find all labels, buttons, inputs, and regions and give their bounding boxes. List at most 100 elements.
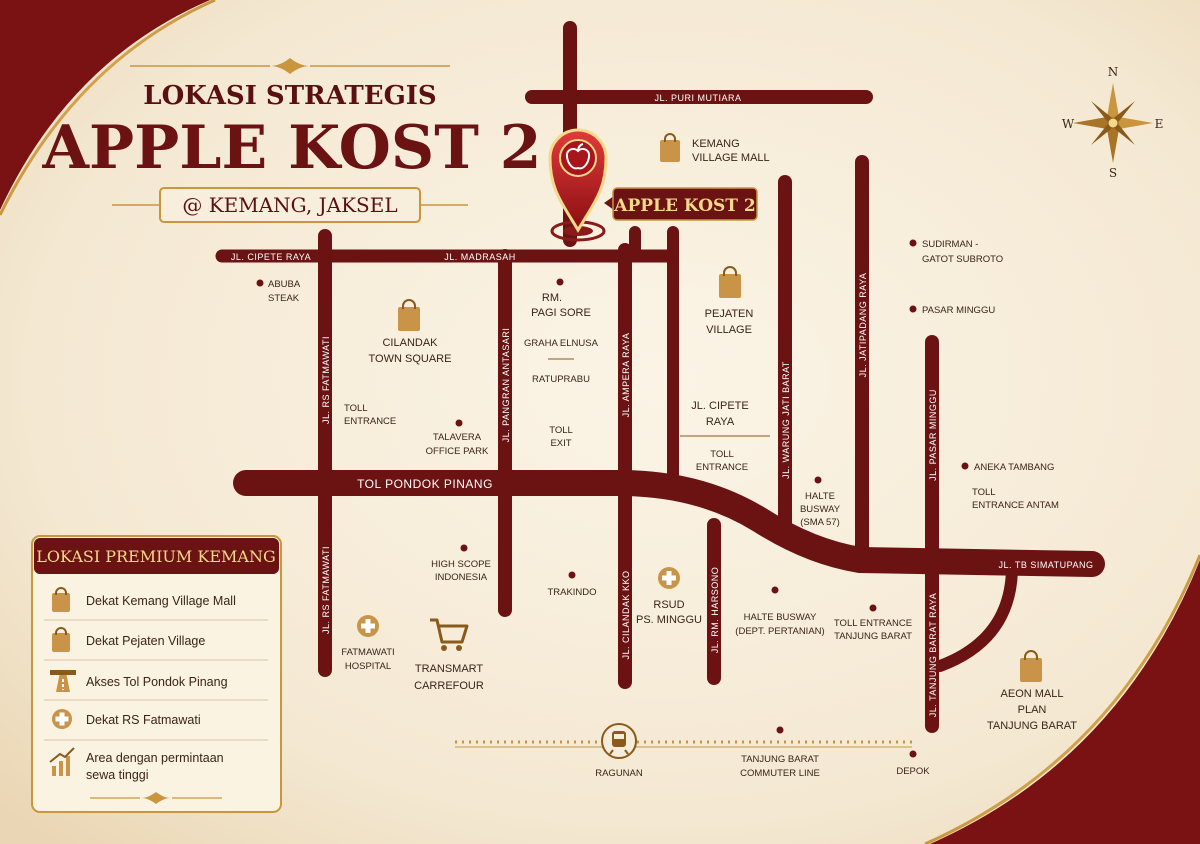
svg-text:JL. RS FATMAWATI: JL. RS FATMAWATI [321,546,331,634]
apple-kost-pin[interactable] [548,128,608,242]
shopping-bag-icon [52,587,70,612]
svg-text:GRAHA ELNUSA: GRAHA ELNUSA [524,338,599,349]
hospital-icon [357,615,379,637]
svg-text:JL. TANJUNG BARAT RAYA: JL. TANJUNG BARAT RAYA [928,593,938,718]
svg-text:JL. RM. HARSONO: JL. RM. HARSONO [710,567,720,654]
svg-text:PS. MINGGU: PS. MINGGU [636,614,702,626]
subtitle: LOKASI STRATEGIS [143,81,436,111]
svg-text:JL. PURI MUTIARA: JL. PURI MUTIARA [654,93,741,103]
poi-dots [256,239,969,758]
legend-item: Dekat Kemang Village Mall [52,587,236,612]
svg-text:EXIT: EXIT [550,438,571,449]
train-icon [601,723,637,759]
svg-text:Dekat RS Fatmawati: Dekat RS Fatmawati [86,713,201,727]
svg-text:TOL PONDOK PINANG: TOL PONDOK PINANG [357,477,493,491]
shopping-cart-icon [430,618,469,651]
gold-swoosh-bottom-right [924,554,1200,844]
svg-text:STEAK: STEAK [268,293,300,304]
legend-panel: LOKASI PREMIUM KEMANG Dekat Kemang Villa… [31,535,282,813]
ornament-icon [142,792,170,804]
compass-rose-icon: N S W E [1062,65,1164,180]
cilandak-town-square-label: CILANDAK [382,337,438,349]
svg-text:RSUD: RSUD [653,599,684,611]
svg-text:Dekat Kemang Village Mall: Dekat Kemang Village Mall [86,594,236,608]
svg-text:SUDIRMAN -: SUDIRMAN - [922,239,978,250]
svg-text:TOLL: TOLL [549,425,573,436]
svg-text:RM.: RM. [542,292,562,304]
hospital-icon [52,709,72,729]
svg-text:TRANSMART: TRANSMART [415,663,484,675]
legend-header [34,538,279,574]
svg-text:PLAN: PLAN [1018,704,1047,716]
svg-text:DEPOK: DEPOK [896,766,930,777]
svg-text:JL. TB SIMATUPANG: JL. TB SIMATUPANG [998,560,1093,570]
svg-text:sewa tinggi: sewa tinggi [86,768,149,782]
legend-item: Dekat RS Fatmawati [52,709,201,729]
svg-text:ENTRANCE: ENTRANCE [344,416,396,427]
shopping-bag-icon [398,299,420,331]
svg-text:JL. PASAR MINGGU: JL. PASAR MINGGU [928,389,938,481]
svg-text:ENTRANCE: ENTRANCE [696,462,748,473]
legend-title: LOKASI PREMIUM KEMANG [36,547,275,566]
svg-text:JL. WARUNG JATI BARAT: JL. WARUNG JATI BARAT [781,361,791,479]
svg-text:TANJUNG BARAT: TANJUNG BARAT [741,754,819,765]
title-block: LOKASI STRATEGIS APPLE KOST 2 @ KEMANG, … [41,58,542,223]
svg-text:Dekat Pejaten Village: Dekat Pejaten Village [86,634,205,648]
svg-text:FATMAWATI: FATMAWATI [341,647,394,658]
svg-text:Akses Tol Pondok Pinang: Akses Tol Pondok Pinang [86,675,228,689]
svg-text:TOLL: TOLL [344,403,368,414]
legend-item: Area dengan permintaan sewa tinggi [49,747,224,782]
svg-text:ABUBA: ABUBA [268,279,301,290]
svg-text:JL. PANGRAN ANTASARI: JL. PANGRAN ANTASARI [501,328,511,443]
svg-text:GATOT SUBROTO: GATOT SUBROTO [922,254,1003,265]
location-badge [159,187,421,223]
svg-text:(SMA 57): (SMA 57) [800,517,840,528]
svg-text:JL. MADRASAH: JL. MADRASAH [444,252,516,262]
svg-text:HALTE BUSWAY: HALTE BUSWAY [744,612,817,623]
location-text: @ KEMANG, JAKSEL [182,193,397,217]
road-labels: JL. PURI MUTIARA JL. CIPETE RAYA JL. MAD… [231,93,1093,718]
svg-text:JL. RS FATMAWATI: JL. RS FATMAWATI [321,336,331,424]
corner-wave-top-left [0,0,210,210]
hospital-icon [658,567,680,589]
shopping-bag-icon [52,627,70,652]
svg-text:ENTRANCE ANTAM: ENTRANCE ANTAM [972,500,1059,511]
svg-text:TOLL ENTRANCE: TOLL ENTRANCE [834,618,912,629]
svg-text:OFFICE PARK: OFFICE PARK [426,446,489,457]
svg-text:HALTE: HALTE [805,491,835,502]
svg-text:ANEKA TAMBANG: ANEKA TAMBANG [974,462,1054,473]
poi-labels: ABUBA STEAK RM. PAGI SORE GRAHA ELNUSA R… [268,239,1059,779]
svg-text:RAYA: RAYA [706,416,735,428]
svg-text:HOSPITAL: HOSPITAL [345,661,391,672]
pejaten-village-label: PEJATEN [705,308,754,320]
svg-text:RAGUNAN: RAGUNAN [595,768,643,779]
ornament-icon [270,58,310,74]
svg-text:TANJUNG BARAT: TANJUNG BARAT [987,720,1077,732]
svg-text:JL. CIPETE RAYA: JL. CIPETE RAYA [231,252,311,262]
svg-text:TOLL: TOLL [972,487,996,498]
svg-text:RATUPRABU: RATUPRABU [532,374,590,385]
svg-text:JL. JATIPADANG RAYA: JL. JATIPADANG RAYA [858,273,868,378]
shopping-bag-icon [1020,650,1042,682]
legend-item: Akses Tol Pondok Pinang [50,670,228,692]
svg-text:HIGH SCOPE: HIGH SCOPE [431,559,491,570]
gold-swoosh-top-left [0,0,216,216]
highway-icon [50,670,76,692]
shopping-bag-icon [660,133,680,162]
svg-text:N: N [1108,65,1119,79]
svg-text:TALAVERA: TALAVERA [433,432,482,443]
road-curve-tanjung-barat [934,564,1018,672]
shopping-bag-icon [719,266,741,298]
road-network [215,21,1105,748]
main-title: APPLE KOST 2 [41,113,541,183]
svg-text:TRAKINDO: TRAKINDO [547,587,596,598]
svg-text:TOWN SQUARE: TOWN SQUARE [369,353,452,365]
svg-text:E: E [1155,117,1164,131]
apple-icon [565,143,591,170]
aeon-mall-label: AEON MALL [1001,688,1064,700]
svg-text:CARREFOUR: CARREFOUR [414,680,484,692]
svg-text:W: W [1062,117,1075,131]
svg-text:VILLAGE: VILLAGE [706,324,752,336]
growth-chart-icon [49,747,75,776]
